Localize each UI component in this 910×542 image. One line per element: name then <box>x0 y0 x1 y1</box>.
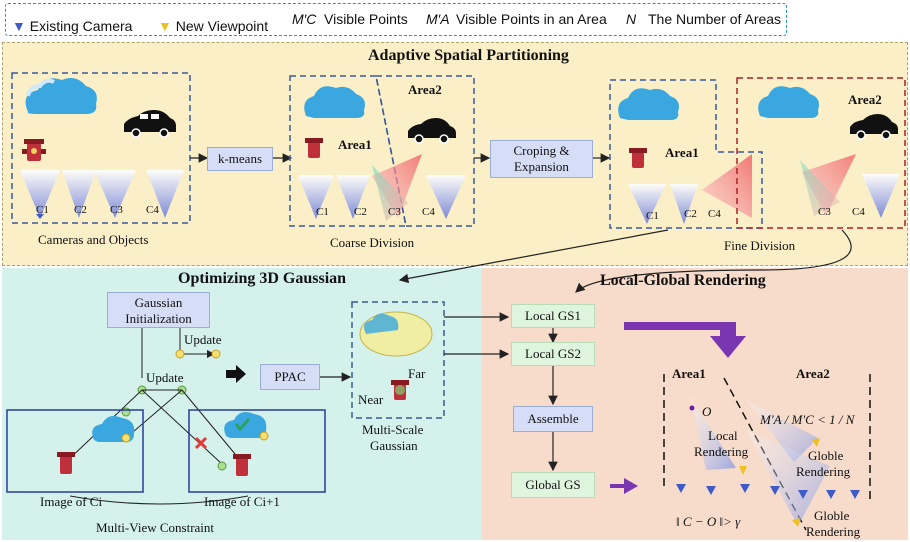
fine2-c3-label: C3 <box>818 206 831 218</box>
fine-division-group <box>609 77 906 229</box>
lgr-title: Local-Global Rendering <box>600 272 766 289</box>
coarse-division-caption: Coarse Division <box>330 235 415 250</box>
ppac-box: PPAC <box>260 364 320 390</box>
globle-rendering-2a: Globle <box>814 508 850 523</box>
local-rendering-label-1: Local <box>708 428 738 443</box>
assemble-box: Assemble <box>513 406 593 432</box>
cam-c2-label: C2 <box>74 204 87 216</box>
legend-n-label: The Number of Areas <box>648 11 782 27</box>
globle-rendering-1b: Rendering <box>796 464 851 479</box>
viewpoint-triangle-icon: ▼ <box>158 18 172 34</box>
fine-area2-label: Area2 <box>848 92 882 107</box>
legend-camera-label: Existing Camera <box>29 18 133 34</box>
legend-mc-symbol: M′C <box>292 11 317 27</box>
lgr-area1-label: Area1 <box>672 366 706 381</box>
ratio-condition: M′A / M′C < 1 / N <box>760 412 855 427</box>
legend-camera: ▼ Existing Camera <box>12 11 132 34</box>
kmeans-box: k-means <box>207 147 273 171</box>
coarse-c3-label: C3 <box>388 206 401 218</box>
legend-viewpoint: ▼ New Viewpoint <box>158 11 268 34</box>
multiscale-label-1: Multi-Scale <box>362 422 424 437</box>
global-gs-box: Global GS <box>511 472 595 498</box>
coarse-c1-label: C1 <box>316 206 329 218</box>
near-label: Near <box>358 392 384 407</box>
coarse-c2-label: C2 <box>354 206 367 218</box>
expansion-label: Expansion <box>514 159 569 174</box>
globle-rendering-2b: Rendering <box>806 524 861 539</box>
cam-c1-label: C1 <box>36 204 49 216</box>
update-label-2: Update <box>146 370 184 385</box>
distance-condition: ‖ C − O ‖> γ <box>676 514 741 529</box>
lgr-area2-label: Area2 <box>796 366 830 381</box>
legend-mc-label: Visible Points <box>324 11 408 27</box>
cropping-label: Croping & <box>513 143 570 158</box>
lgr-graphics <box>548 322 871 531</box>
image-ci1-label: Image of Ci+1 <box>204 494 280 509</box>
image-ci-label: Image of Ci <box>40 494 103 509</box>
optimize-graphics <box>6 301 510 505</box>
far-label: Far <box>408 366 426 381</box>
fine-c2-label: C2 <box>684 208 697 220</box>
o-label: O <box>702 404 712 419</box>
local-rendering-label-2: Rendering <box>694 444 749 459</box>
fine2-c4-label: C4 <box>852 206 865 218</box>
cam-c3-label: C3 <box>110 204 123 216</box>
fine-c1-label: C1 <box>646 210 659 222</box>
multiscale-label-2: Gaussian <box>370 438 418 453</box>
init-label-1: Gaussian <box>134 295 183 310</box>
cam-c4-label: C4 <box>146 204 159 216</box>
hydrant-icon <box>22 139 46 161</box>
camera-triangle-icon: ▼ <box>12 18 26 34</box>
local-gs2-box: Local GS2 <box>511 342 595 366</box>
check-icon <box>234 417 251 432</box>
globle-rendering-1a: Globle <box>808 448 844 463</box>
fine-division-caption: Fine Division <box>724 238 796 253</box>
coarse-area2-label: Area2 <box>408 82 442 97</box>
gaussian-init-box: Gaussian Initialization <box>107 292 210 328</box>
legend-viewpoint-label: New Viewpoint <box>175 18 269 34</box>
init-label-2: Initialization <box>125 311 192 326</box>
car-icon <box>124 110 176 138</box>
cross-icon <box>194 436 208 450</box>
local-gs1-box: Local GS1 <box>511 304 595 328</box>
coarse-area1-label: Area1 <box>338 137 372 152</box>
cropping-box: Croping & Expansion <box>490 140 593 178</box>
update-label-1: Update <box>184 332 222 347</box>
legend-ma-symbol: M′A <box>426 11 450 27</box>
coarse-division-group <box>289 75 475 227</box>
legend-ma-label: Visible Points in an Area <box>456 11 607 27</box>
fine-area1-label: Area1 <box>665 145 699 160</box>
multiview-constraint-label: Multi-View Constraint <box>96 520 215 535</box>
coarse-c4-label: C4 <box>422 206 435 218</box>
partition-title: Adaptive Spatial Partitioning <box>368 47 569 64</box>
fine-c4-label: C4 <box>708 208 721 220</box>
cloud-icon <box>25 78 97 114</box>
cameras-objects-group <box>11 72 191 224</box>
optimize-title: Optimizing 3D Gaussian <box>178 270 347 287</box>
legend-n-symbol: N <box>626 11 637 27</box>
cameras-objects-caption: Cameras and Objects <box>38 232 149 247</box>
legend: ▼ Existing Camera ▼ New Viewpoint M′C Vi… <box>5 3 787 36</box>
